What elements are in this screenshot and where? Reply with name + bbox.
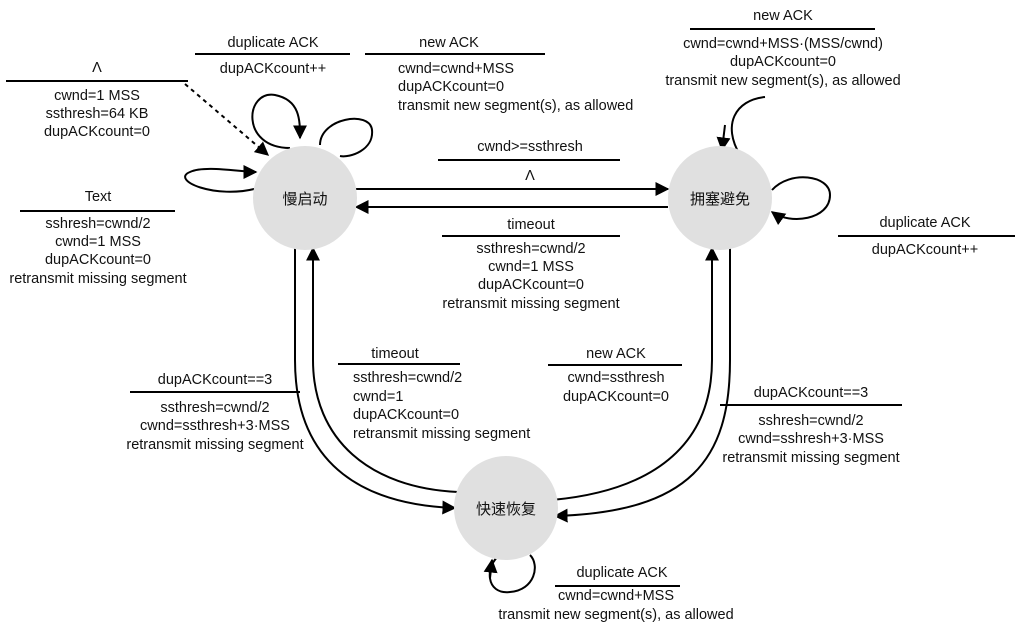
ss-dup3-action-1: ssthresh=cwnd/2 — [160, 400, 269, 416]
label-fr-new-ack: new ACK cwnd=ssthresh dupACKcount=0 — [548, 346, 682, 405]
ss-timeout-event: Text — [85, 189, 112, 205]
ss-new-ack-action-1: cwnd=cwnd+MSS — [398, 61, 514, 77]
ss-timeout-action-3: dupACKcount=0 — [45, 252, 151, 268]
ca-timeout-action-2: cwnd=1 MSS — [488, 259, 574, 275]
ca-new-ack-loop — [730, 96, 766, 156]
ca-dup-ack-event: duplicate ACK — [879, 215, 970, 231]
ss-timeout-action-1: sshresh=cwnd/2 — [45, 216, 150, 232]
label-ss-dup3: dupACKcount==3 ssthresh=cwnd/2 cwnd=ssth… — [126, 372, 303, 453]
ss-dup-ack-loop — [251, 93, 307, 149]
fr-timeout-action-1: ssthresh=cwnd/2 — [353, 370, 462, 386]
state-fast-recovery — [454, 456, 558, 560]
ca-timeout-action-1: ssthresh=cwnd/2 — [476, 241, 585, 257]
fr-dup-ack-loop-head — [483, 558, 498, 579]
label-ca-timeout: timeout ssthresh=cwnd/2 cwnd=1 MSS dupAC… — [442, 217, 620, 312]
ca-dup3-action-1: sshresh=cwnd/2 — [758, 413, 863, 429]
ca-new-ack-action-2: dupACKcount=0 — [730, 54, 836, 70]
fr-to-ss-arrow — [306, 246, 459, 493]
ca-new-ack-action-3: transmit new segment(s), as allowed — [665, 73, 900, 89]
state-slow-start-label: 慢启动 — [282, 190, 327, 208]
initial-action-3: dupACKcount=0 — [44, 124, 150, 140]
ss-dup3-event: dupACKcount==3 — [158, 372, 272, 388]
ca-dup3-event: dupACKcount==3 — [754, 385, 868, 401]
initial-transition-arrow — [184, 83, 270, 156]
initial-event: Λ — [92, 60, 102, 76]
ss-timeout-action-4: retransmit missing segment — [9, 271, 186, 287]
fr-new-ack-event: new ACK — [586, 346, 646, 362]
ca-to-fr-arrow — [553, 248, 731, 523]
state-congestion-avoidance — [668, 146, 772, 250]
ca-dup-ack-loop — [770, 176, 832, 226]
label-fr-timeout: timeout ssthresh=cwnd/2 cwnd=1 dupACKcou… — [338, 346, 530, 442]
ss-timeout-action-2: cwnd=1 MSS — [55, 234, 141, 250]
fr-dup-ack-action-2: transmit new segment(s), as allowed — [498, 607, 733, 623]
label-ca-dup-ack: duplicate ACK dupACKcount++ — [838, 215, 1015, 258]
ca-timeout-action-4: retransmit missing segment — [442, 296, 619, 312]
ss-new-ack-action-2: dupACKcount=0 — [398, 79, 504, 95]
state-congestion-avoidance-label: 拥塞避免 — [690, 190, 750, 208]
label-ss-to-ca: cwnd>=ssthresh Λ — [438, 139, 620, 184]
ss-to-ca-event: cwnd>=ssthresh — [477, 139, 583, 155]
ss-dup3-action-3: retransmit missing segment — [126, 437, 303, 453]
fr-dup-ack-action-1: cwnd=cwnd+MSS — [558, 588, 674, 604]
ss-new-ack-loop — [319, 117, 374, 158]
fr-timeout-action-2: cwnd=1 — [353, 389, 403, 405]
fr-to-ca-arrow — [551, 246, 719, 501]
ss-timeout-loop — [184, 164, 259, 193]
fr-timeout-action-4: retransmit missing segment — [353, 426, 530, 442]
initial-action-1: cwnd=1 MSS — [54, 88, 140, 104]
label-ss-new-ack: new ACK cwnd=cwnd+MSS dupACKcount=0 tran… — [365, 35, 633, 114]
ss-dup-ack-action-1: dupACKcount++ — [220, 61, 326, 77]
label-ss-timeout: Text sshresh=cwnd/2 cwnd=1 MSS dupACKcou… — [9, 189, 186, 287]
label-initial: Λ cwnd=1 MSS ssthresh=64 KB dupACKcount=… — [6, 60, 188, 140]
label-ca-dup3: dupACKcount==3 sshresh=cwnd/2 cwnd=sshre… — [720, 385, 902, 466]
ss-to-ca-action-1: Λ — [525, 168, 535, 184]
ca-timeout-event: timeout — [507, 217, 555, 233]
initial-action-2: ssthresh=64 KB — [46, 106, 149, 122]
fr-timeout-action-3: dupACKcount=0 — [353, 407, 459, 423]
ss-new-ack-event: new ACK — [419, 35, 479, 51]
fr-timeout-event: timeout — [371, 346, 419, 362]
fr-dup-ack-loop — [488, 554, 536, 594]
ca-dup3-action-3: retransmit missing segment — [722, 450, 899, 466]
ca-new-ack-action-1: cwnd=cwnd+MSS·(MSS/cwnd) — [683, 36, 883, 52]
ss-dup3-action-2: cwnd=ssthresh+3·MSS — [140, 418, 290, 434]
ca-dup-ack-action-1: dupACKcount++ — [872, 242, 978, 258]
label-ss-dup-ack: duplicate ACK dupACKcount++ — [195, 35, 350, 77]
ca-timeout-action-3: dupACKcount=0 — [478, 277, 584, 293]
state-slow-start — [253, 146, 357, 250]
ca-new-ack-loop-head — [716, 124, 731, 152]
ca-dup3-action-2: cwnd=sshresh+3·MSS — [738, 431, 884, 447]
label-ca-new-ack: new ACK cwnd=cwnd+MSS·(MSS/cwnd) dupACKc… — [665, 8, 900, 89]
ss-dup-ack-event: duplicate ACK — [227, 35, 318, 51]
ss-to-fr-arrow — [294, 248, 457, 515]
label-fr-dup-ack: duplicate ACK cwnd=cwnd+MSS transmit new… — [498, 565, 733, 623]
fr-dup-ack-event: duplicate ACK — [576, 565, 667, 581]
fr-new-ack-action-2: dupACKcount=0 — [563, 389, 669, 405]
state-fast-recovery-label: 快速恢复 — [476, 500, 536, 518]
fr-new-ack-action-1: cwnd=ssthresh — [567, 370, 664, 386]
ss-new-ack-action-3: transmit new segment(s), as allowed — [398, 98, 633, 114]
ca-new-ack-event: new ACK — [753, 8, 813, 24]
